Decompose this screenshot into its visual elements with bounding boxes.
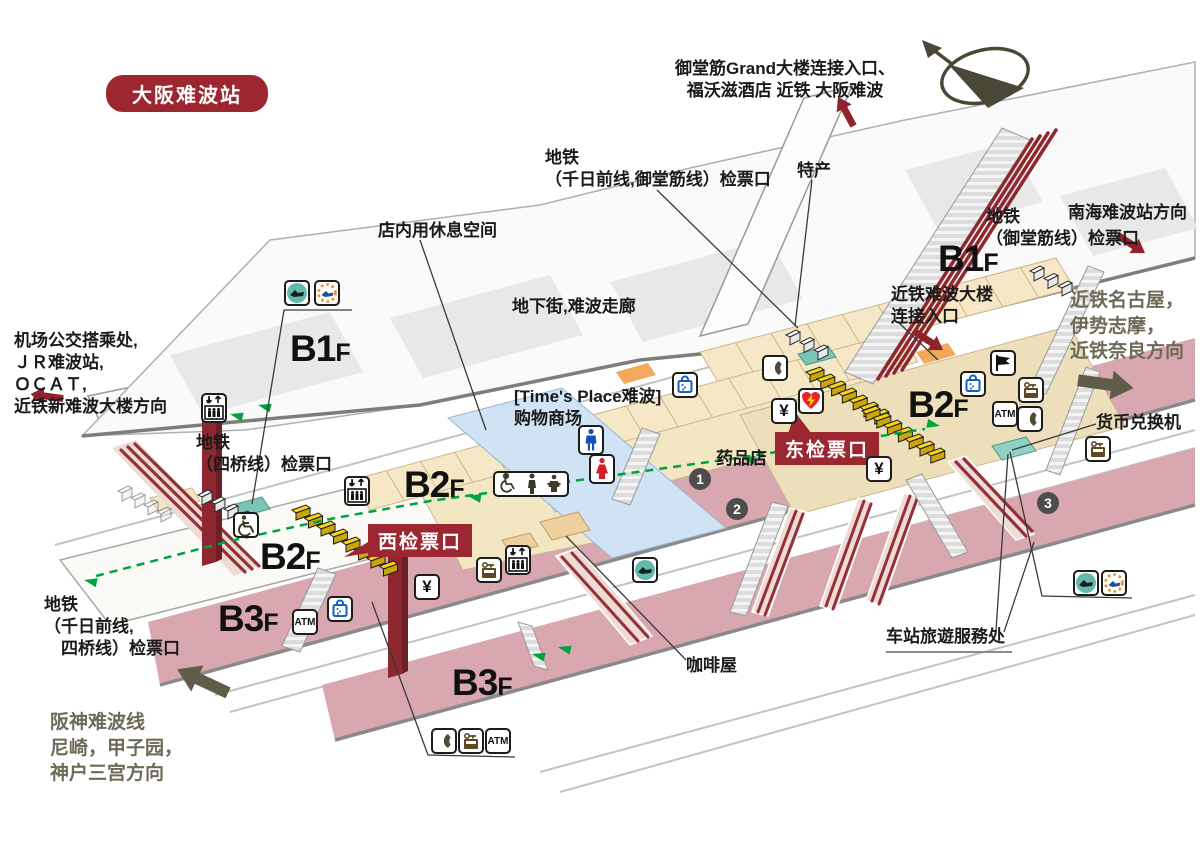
label-underground-street: 地下街,难波走廊: [512, 297, 636, 316]
station-title-badge: 大阪难波站: [106, 75, 268, 112]
floor-label-b3f-center: B3F: [452, 662, 513, 703]
west-gate-callout: 西检票口: [368, 524, 473, 557]
phone-icon: [1017, 406, 1043, 432]
toilet-male-icon: [578, 425, 604, 455]
shopping-bag-icon: [327, 596, 353, 622]
label-instore-rest-space: 店内用休息空间: [378, 221, 497, 240]
floor-label-b2f-west: B2F: [260, 536, 321, 577]
coin-locker-icon: [1018, 377, 1044, 403]
atm-icon: ATM: [292, 609, 318, 635]
label-tokusan: 特产: [797, 161, 831, 180]
label-nankai-direction: 南海难波站方向: [1068, 203, 1187, 222]
label-coffee-shop: 咖啡屋: [686, 656, 737, 675]
rest-area-icon: [284, 280, 310, 306]
toilet-female-icon: [589, 454, 615, 484]
floor-label-b1f-west: B1F: [290, 328, 351, 369]
wheelchair-icon: [233, 512, 259, 538]
yen-icon: ¥: [866, 456, 892, 482]
floor-label-b2f-center: B2F: [404, 464, 465, 505]
label-currency-exchange: 货币兑换机: [1096, 413, 1181, 432]
label-metro-sennichimae-yotsubashi: 地铁 （千日前线, 四桥线）检票口: [44, 595, 180, 659]
instore-rest-icon: [1101, 570, 1127, 596]
rest-area-icon: [632, 557, 658, 583]
phone-icon: [762, 355, 788, 381]
compass-icon: [922, 40, 1030, 108]
coin-locker-icon: [458, 728, 484, 754]
shopping-bag-icon: [960, 371, 986, 397]
flag-icon: [990, 350, 1016, 376]
leader-lines: [251, 179, 1133, 758]
coin-locker-icon: [476, 557, 502, 583]
atm-icon: ATM: [992, 401, 1018, 427]
label-metro-yotsubashi: 地铁 （四桥线）检票口: [196, 433, 332, 475]
route-green: [83, 400, 941, 662]
stairs-escalators: [112, 127, 1105, 671]
yen-icon: ¥: [414, 574, 440, 600]
walkway-blue: [446, 387, 728, 559]
elevator-icon: [201, 393, 227, 423]
label-hanshin-direction: 阪神难波线 尼崎，甲子园， 神户三宫方向: [50, 712, 184, 785]
label-grand-entrance: 御堂筋Grand大楼连接入口、 福沃滋酒店 近铁 大阪难波: [674, 59, 896, 101]
rest-area-icon: [1073, 570, 1099, 596]
elevator-icon: [505, 545, 531, 575]
floor-label-b1f-east: B1F: [938, 238, 999, 279]
east-gate-callout: 东检票口: [775, 432, 880, 465]
label-airport-bus: 机场公交搭乘处, ＪＲ难波站, ＯＣＡＴ, 近铁新难波大楼方向: [14, 331, 167, 417]
phone-icon: [431, 728, 457, 754]
floor-label-b2f-east: B2F: [908, 384, 969, 425]
floor-label-b3f-west: B3F: [218, 598, 279, 639]
aed-icon: [798, 388, 824, 414]
yen-icon: ¥: [771, 398, 797, 424]
platform-number-1: 1: [689, 468, 711, 490]
label-times-place: [Time's Place难波] 购物商场: [514, 387, 662, 429]
accessible-toilet-icon: [493, 471, 569, 497]
shopping-bag-icon: [672, 372, 698, 398]
label-metro-midosuji: 地铁 （御堂筋线）检票口: [986, 207, 1139, 249]
label-kintetsu-building: 近铁难波大楼 连接入口: [891, 285, 993, 327]
label-kintetsu-direction: 近铁名古屋， 伊势志摩， 近铁奈良方向: [1070, 290, 1185, 363]
atm-icon: ATM: [485, 728, 511, 754]
tokusan-corridor: [698, 84, 854, 338]
platform-number-2: 2: [726, 498, 748, 520]
coin-locker-icon: [1085, 436, 1111, 462]
label-tourist-service: 车站旅遊服務处: [886, 627, 1005, 646]
tourist-service-underline: [886, 651, 1012, 653]
instore-rest-icon: [314, 280, 340, 306]
platform-number-3: 3: [1037, 492, 1059, 514]
label-pharmacy: 药品店: [716, 449, 767, 468]
elevator-icon: [344, 476, 370, 506]
label-metro-sennichimae-midosuji: 地铁 （千日前线,御堂筋线）检票口: [545, 148, 771, 190]
